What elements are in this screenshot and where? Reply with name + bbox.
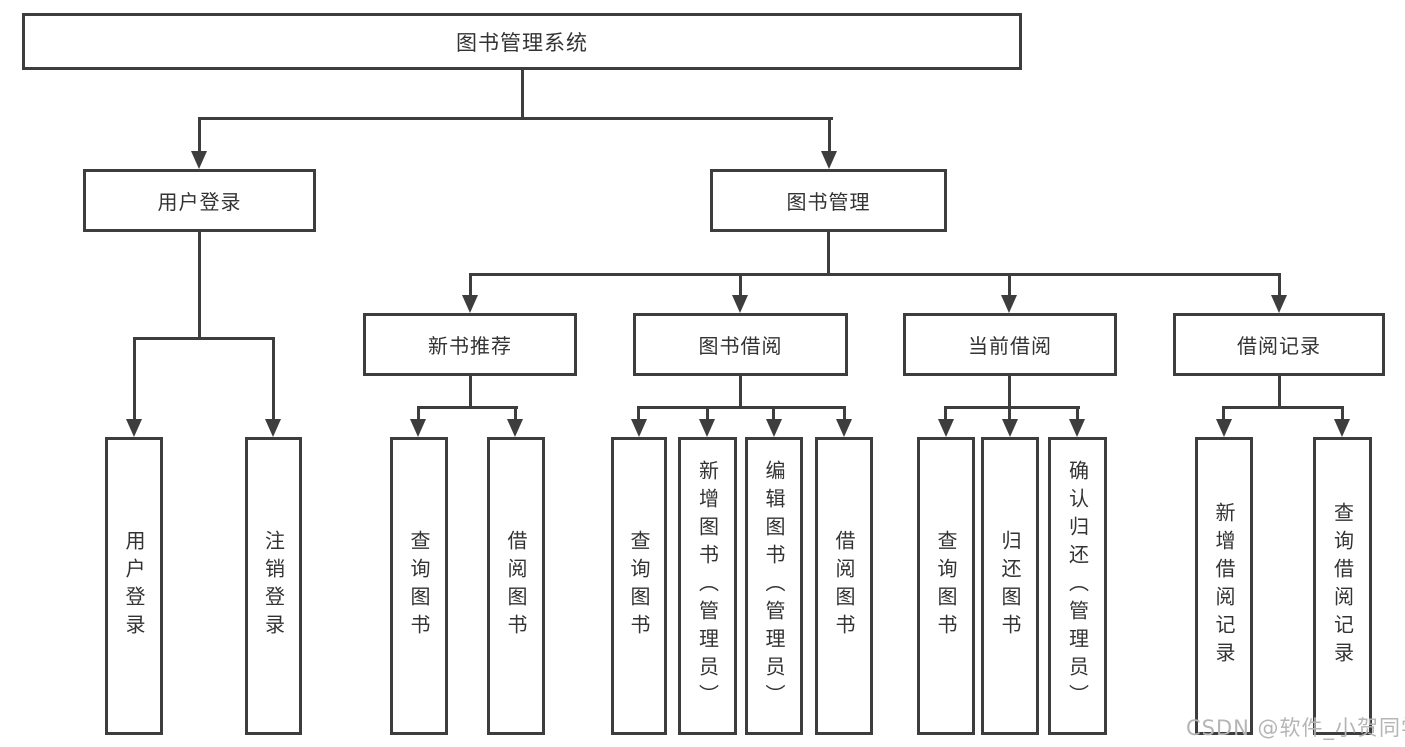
leaf-query-books: 查询图书 [390,437,448,735]
arrowhead-down-icon [462,295,478,313]
connector-line [521,69,524,118]
node-borrowing-records: 借阅记录 [1173,313,1385,376]
connector-line [272,339,275,419]
leaf-label: 借阅图书 [832,530,856,642]
connector-line [739,375,742,407]
node-current-borrowing: 当前借阅 [903,313,1117,376]
connector-line [1008,408,1011,420]
leaf-edit-books-admin: 编辑图书（管理员） [745,437,803,735]
connector-line [1341,408,1344,420]
connector-line [417,408,420,420]
connector-line [514,408,517,420]
leaf-label: 新增借阅记录 [1212,502,1236,670]
leaf-label: 查询图书 [407,530,431,642]
connector-line [637,406,846,409]
connector-line [1008,275,1011,296]
arrowhead-down-icon [938,419,954,437]
leaf-label: 确认归还（管理员） [1065,460,1090,712]
leaf-query-books: 查询图书 [917,437,975,735]
connector-line [1278,275,1281,296]
connector-line [1278,375,1281,407]
leaf-user-login: 用户登录 [105,437,163,735]
leaf-borrow-books: 借阅图书 [487,437,545,735]
node-new-book-recommend: 新书推荐 [363,313,577,376]
connector-line [944,406,1080,409]
node-book-management: 图书管理 [710,169,947,232]
connector-line [828,119,831,152]
leaf-add-books-admin: 新增图书（管理员） [678,437,737,735]
leaf-query-books: 查询图书 [611,437,667,735]
arrowhead-down-icon [1001,295,1017,313]
leaf-label: 新增图书（管理员） [695,460,720,712]
connector-line [739,275,742,296]
arrowhead-down-icon [507,419,523,437]
arrowhead-down-icon [126,419,142,437]
arrowhead-down-icon [1334,419,1350,437]
arrowhead-down-icon [1271,295,1287,313]
connector-line [706,408,709,420]
leaf-confirm-return-admin: 确认归还（管理员） [1048,437,1107,735]
connector-line [469,375,472,407]
connector-line [133,337,275,340]
leaf-label: 查询借阅记录 [1330,502,1355,670]
leaf-borrow-books: 借阅图书 [815,437,873,735]
connector-line [843,408,846,420]
connector-line [944,408,947,420]
leaf-query-borrow-record: 查询借阅记录 [1313,437,1372,735]
arrowhead-down-icon [191,151,207,169]
csdn-watermark: CSDN @软件_小贺同学 [1186,716,1405,740]
connector-line [198,117,833,120]
leaf-label: 查询图书 [934,530,958,642]
node-book-borrowing: 图书借阅 [633,313,848,376]
leaf-label: 用户登录 [122,530,146,642]
leaf-add-borrow-record: 新增借阅记录 [1195,437,1253,735]
arrowhead-down-icon [766,419,782,437]
arrowhead-down-icon [821,151,837,169]
connector-line [198,232,201,338]
node-root: 图书管理系统 [22,13,1022,70]
leaf-label: 编辑图书（管理员） [762,460,786,712]
arrowhead-down-icon [631,419,647,437]
connector-line [772,408,775,420]
arrowhead-down-icon [410,419,426,437]
arrowhead-down-icon [1216,419,1232,437]
arrowhead-down-icon [1002,419,1018,437]
connector-line [637,408,640,420]
connector-line [1222,408,1225,420]
arrowhead-down-icon [732,295,748,313]
connector-line [417,406,518,409]
arrowhead-down-icon [265,419,281,437]
connector-line [1076,408,1079,420]
arrowhead-down-icon [1069,419,1085,437]
leaf-label: 归还图书 [998,530,1022,642]
connector-line [469,273,1281,276]
connector-line [827,232,830,274]
leaf-logout-login: 注销登录 [245,437,302,735]
connector-line [198,119,201,152]
connector-line [133,339,136,419]
connector-line [469,275,472,296]
connector-line [1008,375,1011,407]
connector-line [1222,406,1344,409]
leaf-return-books: 归还图书 [981,437,1039,735]
node-user-login: 用户登录 [83,169,316,232]
leaf-label: 借阅图书 [504,530,528,642]
leaf-label: 查询图书 [627,530,651,642]
leaf-label: 注销登录 [261,530,286,642]
arrowhead-down-icon [836,419,852,437]
arrowhead-down-icon [699,419,715,437]
